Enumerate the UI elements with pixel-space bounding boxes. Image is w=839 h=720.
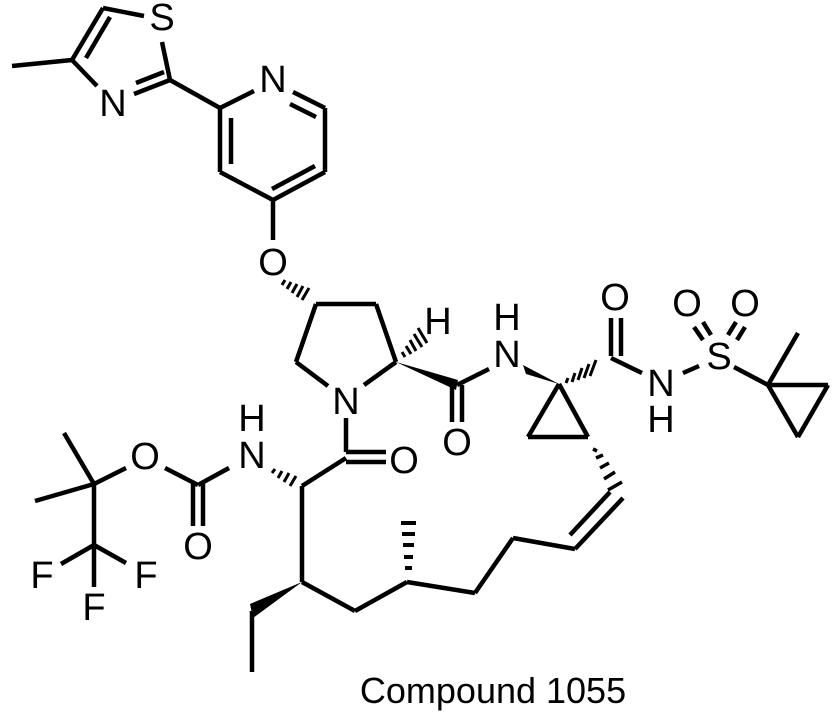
acyl-carbonyl: O [300,440,419,488]
atom-ether-o: O [258,242,288,284]
atom-f1: F [30,555,53,597]
thiazole-ring: S N [11,0,175,125]
atom-thiazole-n: N [99,83,126,125]
atom-pyridine-n: N [259,59,286,101]
atom-amide2-o: O [600,277,630,319]
hashed-methyl [401,521,416,570]
atom-sulfonyl-o1: O [672,283,702,325]
atom-sulfonamide-h: H [647,399,674,441]
amide-1: O N H [442,297,521,464]
acylsulfonamide: O N H S O O [600,277,770,441]
atom-f3: F [82,587,105,629]
atom-carbamate-h: H [238,398,265,440]
pyrrolidine-ring: N H [293,301,452,452]
cyclopropane-p1 [526,382,590,440]
atom-f2: F [134,555,157,597]
atom-carbamate-o1: O [130,436,160,478]
trifluoro-tert-butyl: F F F [30,431,158,629]
atom-amide1-n: N [493,334,520,376]
atom-thiazole-s: S [149,0,174,39]
pyridine-ring: N O [168,59,328,284]
atom-sulfonyl-o2: O [730,283,760,325]
atom-sulfonyl-s: S [706,336,731,378]
wedge-bond-pyrrolidine-carbonyl [396,362,458,390]
hashed-bond-cyclopropane-vinyl [592,447,623,492]
atom-amide1-o: O [442,422,472,464]
compound-caption: Compound 1055 [360,670,626,711]
atom-carbamate-o2: O [183,526,213,568]
atom-carbamate-n: N [238,435,265,477]
hashed-bond-cyclopropane-carbonyl [564,359,598,384]
wedge-bond-n-cyclopropane [523,365,559,384]
hashed-bond-c-h [400,327,429,358]
atom-acyl-o: O [389,440,419,482]
macrocycle-chain [299,486,625,613]
atom-pyrrolidine-h: H [424,301,451,343]
methylcyclopropyl [766,331,830,439]
atom-pyrrolidine-n: N [332,381,359,423]
atom-amide1-h: H [493,297,520,339]
carbamate: N H O O [92,398,266,568]
atom-sulfonamide-n: N [647,363,674,405]
hashed-bond-o-c [280,279,311,301]
hashed-bond-carbamate-n [270,468,298,487]
wedge-bond-ethyl [250,582,302,618]
